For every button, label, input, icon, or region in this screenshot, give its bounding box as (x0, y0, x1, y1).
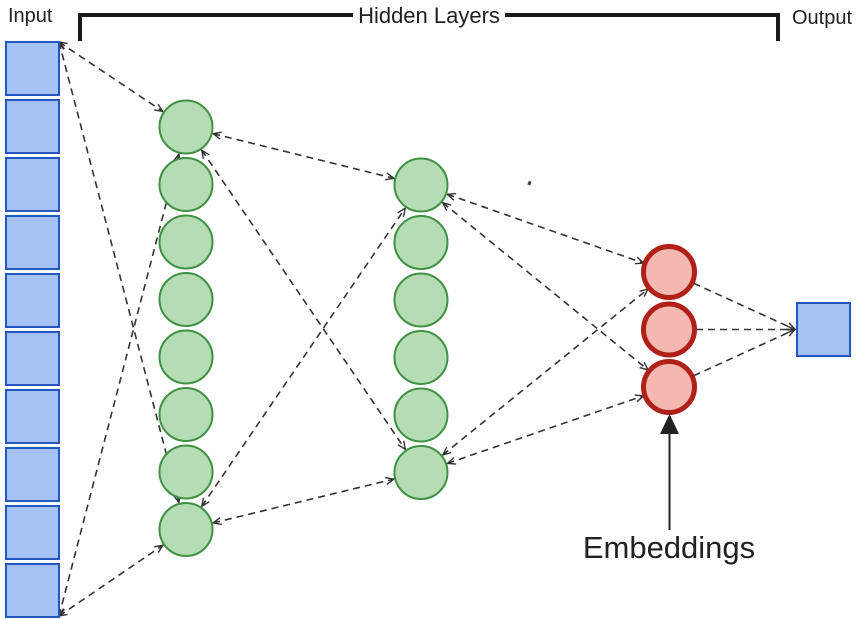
input-node (5, 99, 60, 154)
input-node (5, 505, 60, 560)
embeddings-pointer-arrow (660, 414, 679, 530)
input-node (5, 389, 60, 444)
hidden1-neuron (158, 99, 214, 155)
connection-line (693, 328, 795, 377)
connection-line (202, 208, 405, 506)
hidden-layers-bracket-left (78, 13, 353, 41)
embedding-neuron (641, 244, 697, 300)
input-node (5, 447, 60, 502)
embedding-neuron (641, 301, 697, 358)
hidden-layers-label: Hidden Layers (358, 3, 500, 28)
connection-line (213, 134, 394, 179)
hidden2-neuron (393, 215, 449, 270)
hidden1-neuron (158, 502, 214, 557)
input-node (5, 331, 60, 386)
stray-mark (527, 180, 532, 186)
hidden1-neuron (158, 157, 214, 212)
output-label: Output (792, 7, 852, 29)
input-node (5, 563, 60, 618)
connection-line (443, 289, 648, 455)
input-node (5, 41, 60, 96)
hidden1-neuron (158, 214, 214, 270)
hidden1-neuron (158, 329, 214, 385)
connection-line (59, 154, 179, 616)
connection-line (447, 194, 643, 263)
network-nodes (5, 41, 851, 618)
embedding-neuron (641, 359, 697, 415)
embeddings-arrowhead-icon (660, 414, 679, 434)
connection-line (59, 545, 163, 616)
hidden1-neuron (158, 387, 214, 442)
input-label: Input (8, 5, 53, 27)
input-node (5, 215, 60, 270)
hidden2-neuron (393, 157, 449, 213)
hidden-layers-bracket-right (505, 13, 780, 41)
embeddings-label: Embeddings (583, 530, 755, 565)
hidden2-neuron (393, 272, 449, 328)
hidden2-neuron (393, 330, 449, 385)
hidden2-neuron (393, 387, 449, 443)
connection-line (443, 203, 648, 370)
output-node (796, 302, 851, 357)
connection-line (693, 282, 795, 331)
hidden2-neuron (393, 445, 449, 500)
input-node (5, 157, 60, 212)
connection-line (202, 150, 406, 449)
hidden1-neuron (158, 272, 214, 327)
connection-line (213, 479, 394, 523)
hidden1-neuron (158, 444, 214, 500)
connection-line (447, 396, 643, 464)
input-node (5, 273, 60, 328)
connection-lines (59, 42, 795, 616)
